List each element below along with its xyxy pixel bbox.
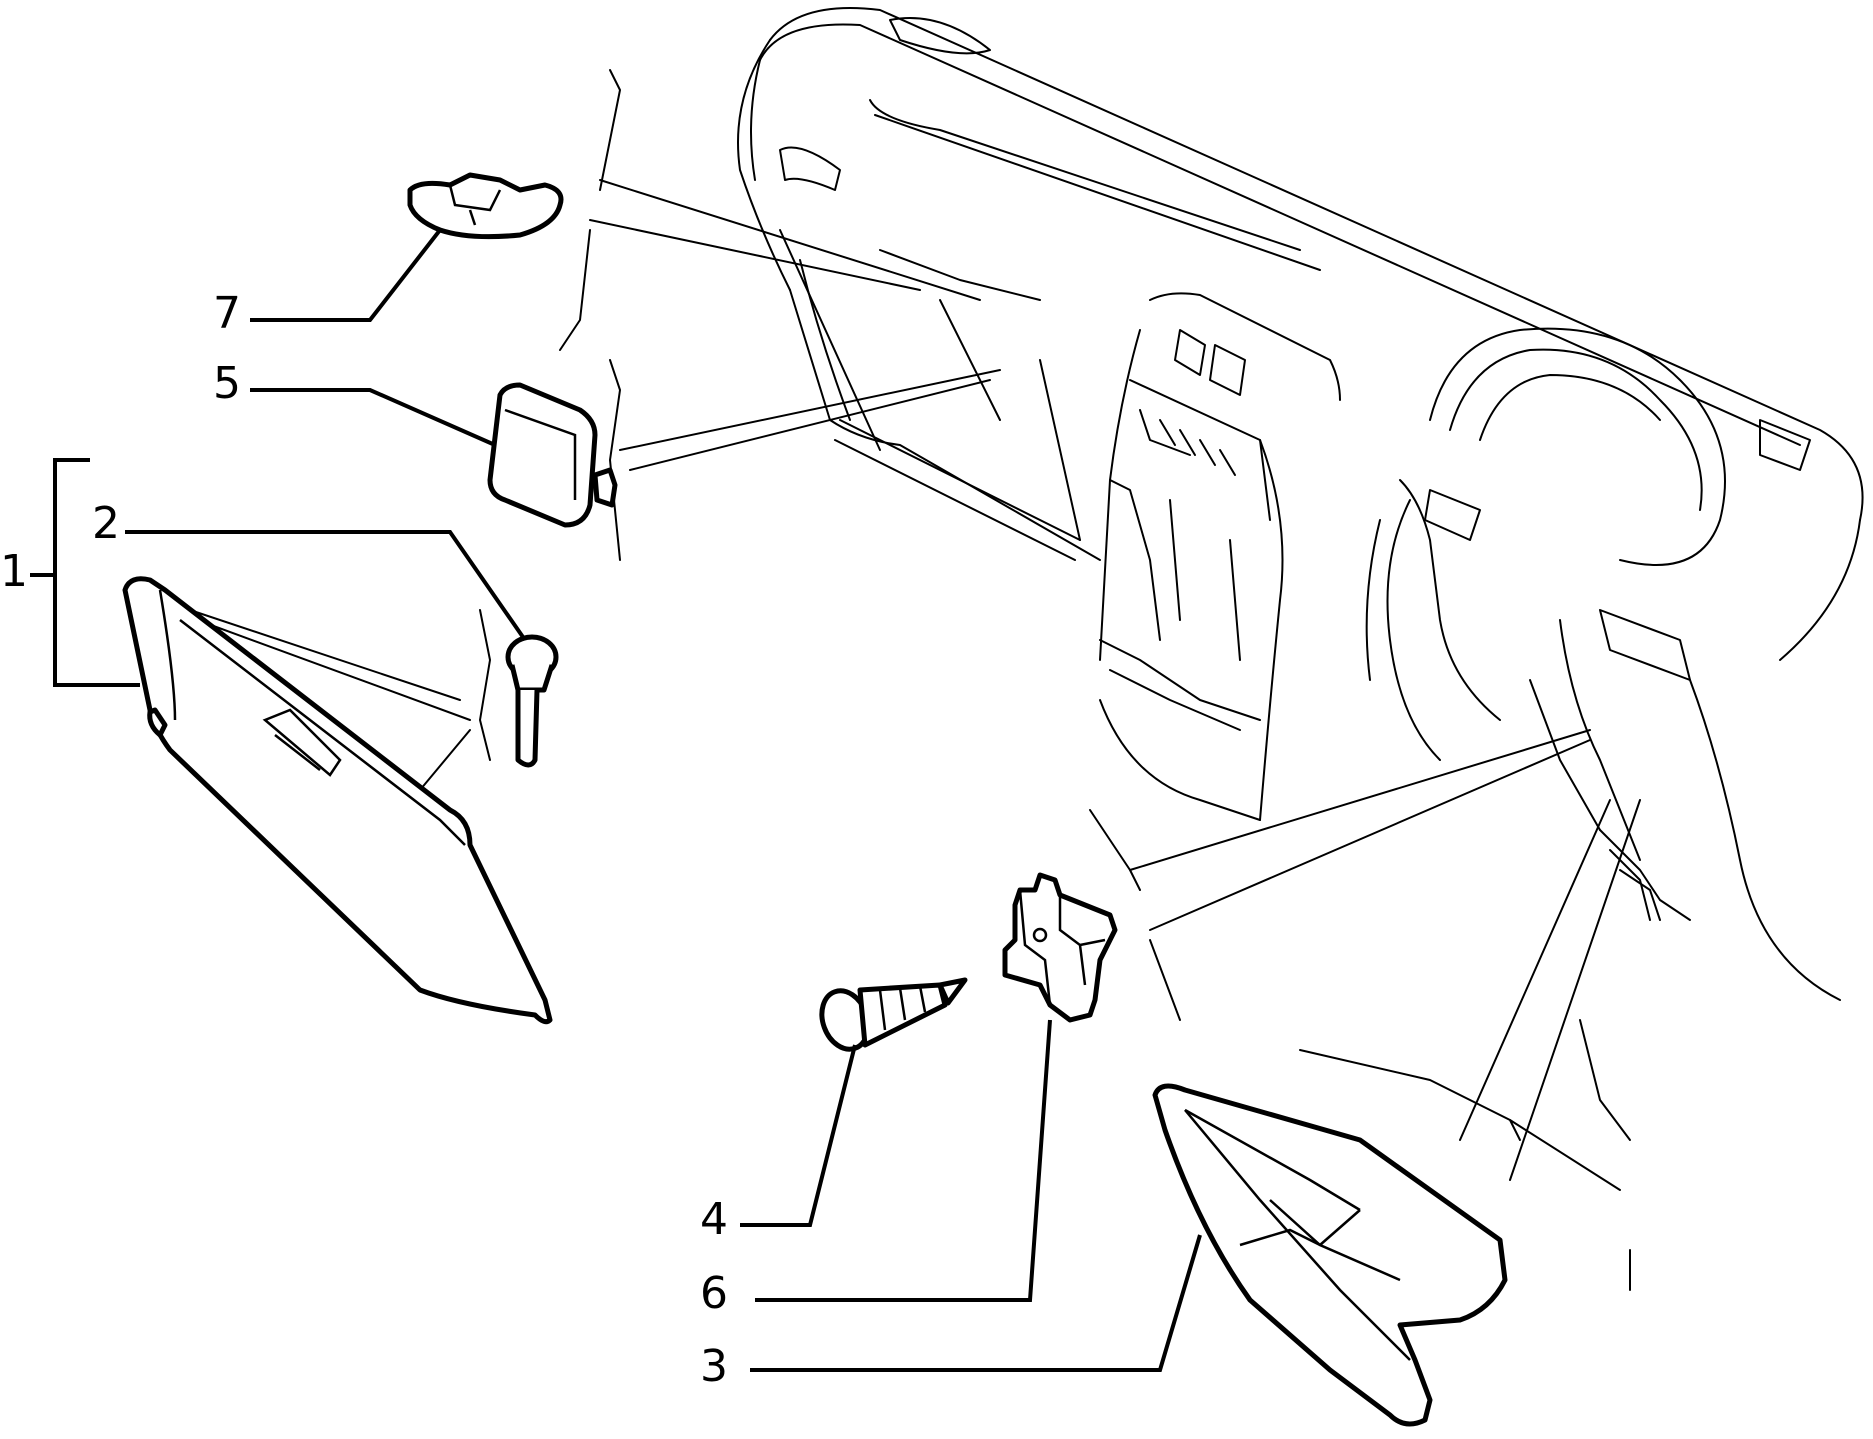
leader-5 — [250, 388, 496, 447]
callout-label-7: 7 — [213, 288, 241, 339]
part-6-bracket — [1002, 872, 1118, 1023]
leader-4 — [740, 1044, 857, 1227]
part-2-pin — [505, 634, 559, 768]
leader-1-bracket — [53, 458, 140, 687]
leader-7 — [250, 228, 442, 322]
leader-3 — [750, 1234, 1202, 1372]
part-1-glovebox-lid — [122, 576, 553, 1025]
part-4-screw — [819, 977, 968, 1052]
part-3-glovebox-tub — [1152, 1083, 1508, 1427]
callout-label-1: 1 — [0, 546, 28, 597]
assembly-guide-lines — [159, 179, 1641, 1181]
part-5-cap — [487, 382, 618, 528]
part-7-clip — [407, 172, 564, 240]
leader-6 — [755, 1019, 1052, 1302]
leader-2 — [125, 530, 527, 642]
callout-label-6: 6 — [700, 1268, 728, 1319]
callout-label-2: 2 — [92, 498, 120, 549]
callout-label-5: 5 — [213, 358, 241, 409]
dashboard-outline — [479, 7, 1864, 1291]
callout-label-4: 4 — [700, 1194, 728, 1245]
callout-label-3: 3 — [700, 1341, 728, 1392]
callout-leaders — [30, 228, 1202, 1372]
